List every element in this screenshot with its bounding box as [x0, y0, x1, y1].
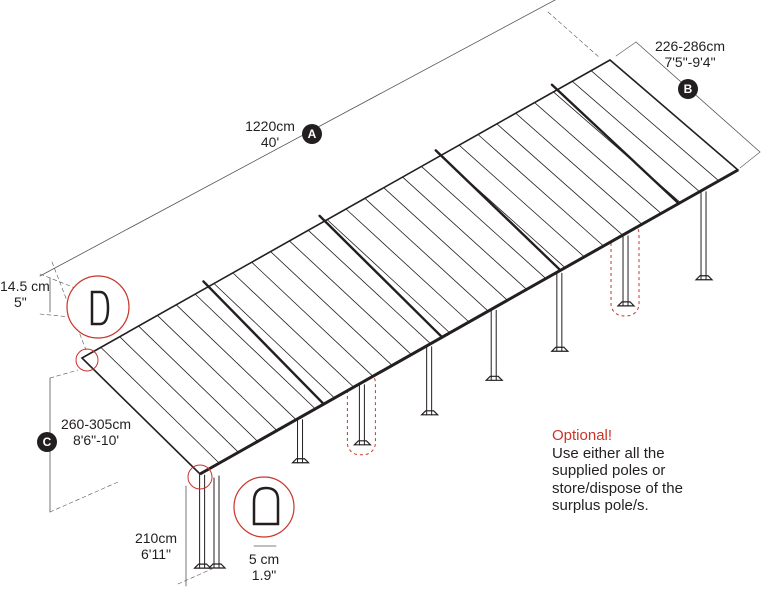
gutter-detail-circle [66, 275, 130, 339]
dim-c-imperial: 8'6"-10' [72, 432, 120, 448]
panel-line [496, 123, 624, 236]
roof-panels [80, 59, 740, 476]
panel-line [326, 219, 451, 334]
post-height-imperial: 6'11" [141, 546, 171, 562]
support-posts [193, 189, 714, 569]
panel-line [402, 176, 528, 290]
panel-line [138, 325, 259, 442]
panel-line [515, 112, 643, 225]
dim-a-metric: 1220cm [245, 118, 295, 134]
post-width-imperial: 1.9" [251, 567, 277, 583]
note-line: store/dispose of the [552, 479, 683, 497]
post-base [616, 301, 636, 307]
dim-b-metric: 226-286cm [654, 38, 726, 54]
post-corner-marker [187, 464, 213, 490]
dim-b-line [635, 41, 761, 153]
note-title: Optional! [552, 427, 613, 444]
dim-a-extension [51, 261, 87, 351]
post-height-metric: 210cm [134, 530, 178, 546]
panel-line [571, 80, 700, 193]
panel-line [364, 197, 489, 312]
panel-line [270, 251, 393, 366]
dim-a-imperial: 40' [260, 134, 280, 150]
panel-line [383, 187, 508, 301]
panel-line [307, 229, 431, 345]
dim-c-metric: 260-305cm [60, 416, 132, 432]
gutter-profile [90, 290, 110, 326]
panel-line [251, 261, 374, 377]
panel-line [100, 346, 220, 464]
panel-line [194, 293, 316, 410]
gutter-corner-marker [75, 348, 99, 372]
panel-line [157, 315, 278, 431]
gutter-imperial: 5" [14, 294, 27, 310]
note-line: surplus pole/s. [552, 497, 649, 514]
roof-beams [202, 83, 681, 406]
panel-line [175, 304, 297, 421]
post-detail-circle [233, 476, 295, 538]
panel-line [534, 102, 662, 214]
post-width-metric: 5 cm [248, 551, 280, 567]
dim-b-extension [615, 41, 637, 57]
post-base [420, 410, 440, 416]
gutter-metric: 14.5 cm [0, 278, 50, 294]
badge-b: B [678, 79, 698, 99]
post-base [207, 563, 227, 569]
post-base [550, 346, 570, 352]
panel-line [458, 144, 585, 258]
gutter-extension [39, 313, 81, 319]
note-line: Use either all the [552, 444, 665, 462]
post-base [291, 458, 310, 464]
dim-a-extension [547, 11, 601, 59]
panel-line [119, 336, 239, 453]
rafter-beam [318, 214, 444, 339]
dim-b-imperial: 7'5"-9'4" [664, 54, 716, 70]
dim-b-extension [739, 151, 761, 169]
panel-line [345, 208, 470, 323]
note-line: supplied poles or [552, 462, 666, 479]
dim-c-extension [49, 481, 119, 513]
rafter-beam [550, 83, 681, 205]
panel-line [421, 166, 547, 279]
roof-outline [80, 59, 740, 475]
post-base [484, 375, 504, 381]
post-base [694, 275, 714, 281]
panel-line [289, 240, 412, 355]
detail-callouts [66, 275, 295, 538]
dim-c-extension [49, 369, 79, 379]
post-height-extension [177, 567, 215, 585]
badge-a: A [302, 124, 322, 144]
rafter-beam [202, 280, 325, 406]
post-base [193, 563, 213, 569]
rafter-beam [434, 149, 562, 272]
optional-note: Optional! Use either all the supplied po… [552, 427, 683, 515]
badge-c: C [37, 432, 57, 452]
panel-line [213, 283, 335, 399]
post-profile [252, 486, 280, 526]
panel-line [477, 134, 604, 247]
panel-line [232, 272, 355, 388]
panel-line [590, 70, 720, 182]
post-base [352, 440, 372, 446]
